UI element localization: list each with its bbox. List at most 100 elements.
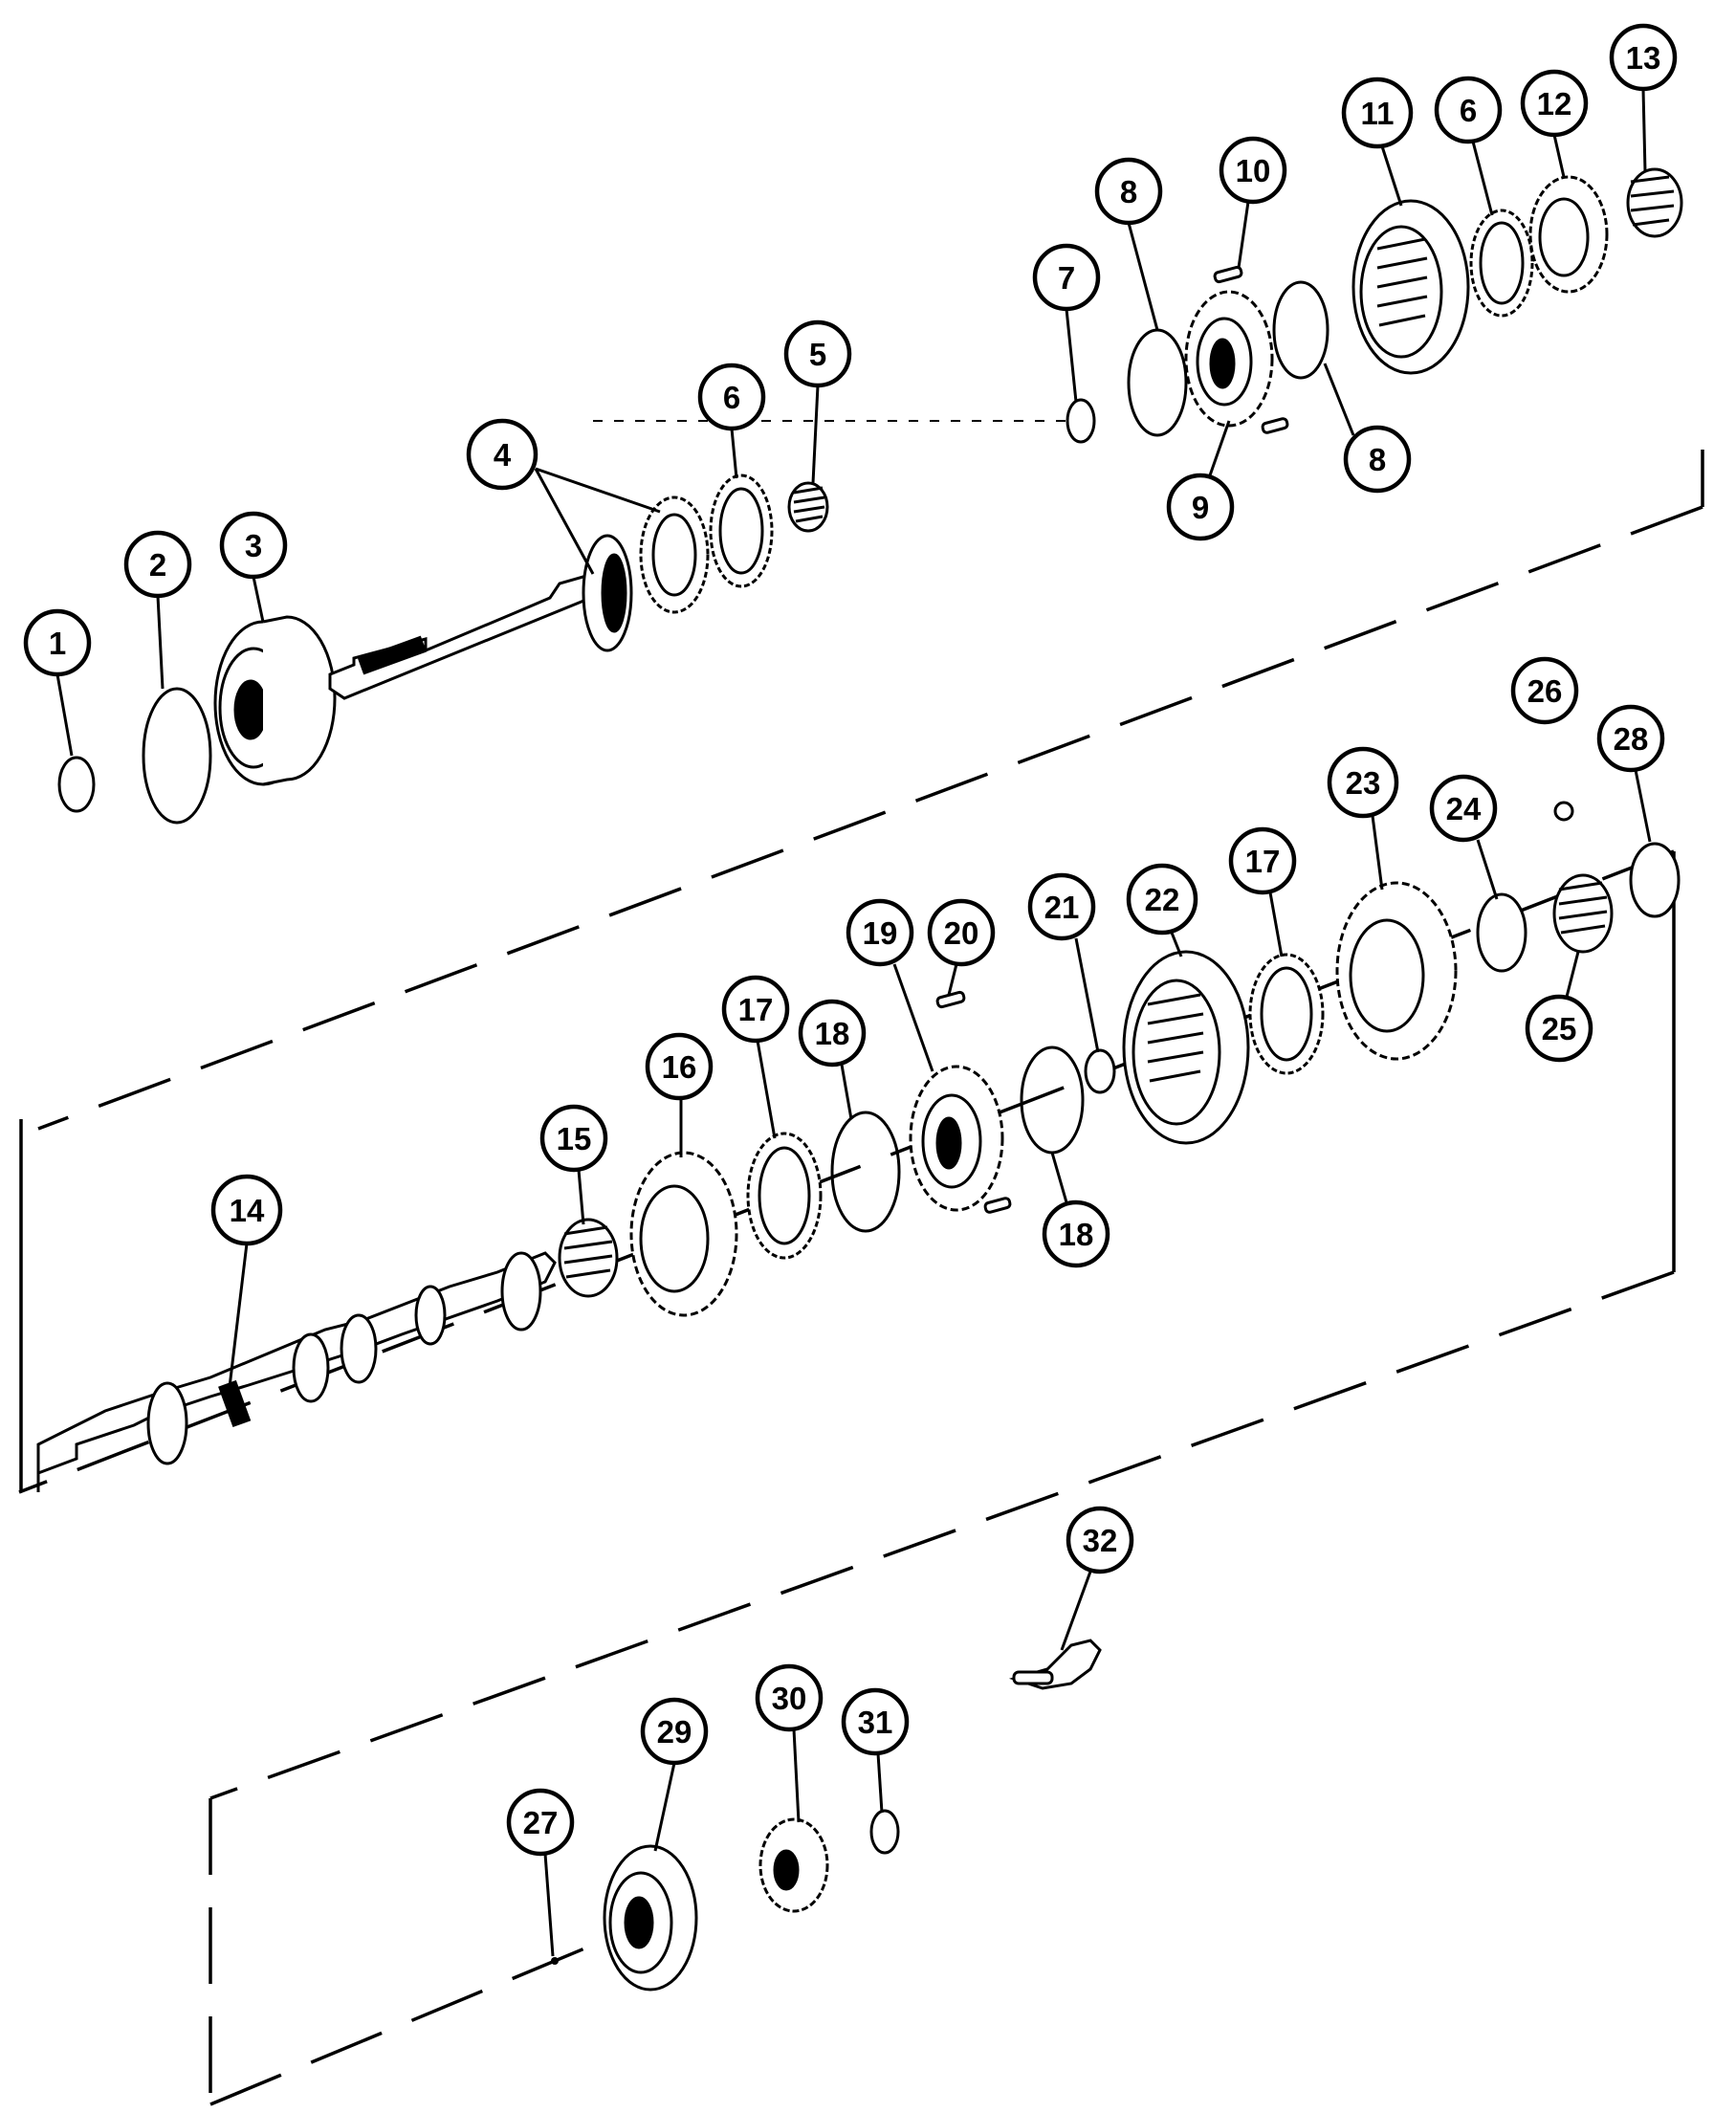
needle-bearing-part <box>787 481 829 533</box>
key-part <box>1213 265 1243 284</box>
leader-line <box>1476 839 1499 900</box>
callout-28: 28 <box>1596 704 1665 843</box>
callout-circle <box>506 1788 575 1857</box>
input-shaft-part <box>328 534 633 700</box>
callout-circle <box>1327 746 1399 819</box>
callout-label: 23 <box>1346 765 1381 801</box>
wire-ring-part <box>830 1111 901 1233</box>
callout-circle <box>23 608 92 677</box>
leader-line <box>1237 201 1250 269</box>
synchro-sleeve-part <box>1122 950 1250 1145</box>
key-part <box>1261 417 1289 434</box>
gear-part <box>629 1151 738 1317</box>
ball-part <box>1553 801 1574 822</box>
leader-line <box>55 673 74 757</box>
callout-circle <box>1434 76 1503 144</box>
callout-21: 21 <box>1027 872 1100 1053</box>
callout-27: 27 <box>506 1788 575 1957</box>
callout-circle <box>1032 243 1101 312</box>
callout-label: 32 <box>1083 1523 1118 1558</box>
callout-circle <box>1042 1200 1110 1268</box>
leader-line <box>811 385 820 484</box>
callout-4: 4 <box>466 418 661 575</box>
callout-label: 24 <box>1446 791 1482 826</box>
leader-line <box>792 1728 801 1823</box>
callout-label: 27 <box>523 1805 559 1840</box>
output-parts <box>551 1639 1102 1992</box>
callout-circle <box>1609 23 1678 92</box>
callout-3: 3 <box>219 511 288 623</box>
needle-bearing-part <box>1626 167 1683 238</box>
callout-label: 3 <box>245 528 262 563</box>
leader-line <box>756 1040 777 1139</box>
callout-label: 7 <box>1058 260 1075 296</box>
callout-8: 8 <box>1323 363 1412 494</box>
needle-bearing-part <box>558 1218 619 1298</box>
callout-26: 26 <box>1510 656 1579 725</box>
callout-label: 9 <box>1192 490 1209 525</box>
callout-circle <box>123 530 192 599</box>
needle-bearing-part <box>1552 873 1614 954</box>
callout-label: 28 <box>1614 721 1649 757</box>
leader-line <box>1065 308 1078 403</box>
callout-31: 31 <box>841 1687 910 1814</box>
key-part <box>983 1197 1012 1214</box>
callout-14: 14 <box>210 1174 283 1388</box>
leader-line <box>1323 363 1355 436</box>
callout-circle <box>1341 77 1414 149</box>
callout-6: 6 <box>1434 76 1503 216</box>
callout-label: 21 <box>1044 890 1080 925</box>
callout-circle <box>798 999 867 1068</box>
callout-circle <box>755 1663 824 1732</box>
leader-line <box>1565 951 1580 998</box>
callout-24: 24 <box>1429 774 1499 900</box>
leader-line <box>156 595 165 690</box>
callout-20: 20 <box>927 898 996 996</box>
callout-15: 15 <box>539 1104 608 1225</box>
callout-17: 17 <box>721 975 790 1139</box>
wire-ring-part <box>1127 328 1188 437</box>
pin-part <box>551 1957 559 1965</box>
callout-label: 1 <box>49 626 66 661</box>
leader-line <box>1074 937 1100 1053</box>
snap-ring-part <box>57 756 96 813</box>
callout-circle <box>697 363 766 431</box>
callout-19: 19 <box>846 898 934 1072</box>
synchro-hub-part <box>909 1065 1004 1212</box>
leader-line <box>1268 891 1284 957</box>
leader-line <box>543 1853 555 1957</box>
leader-line <box>1208 420 1231 476</box>
callout-label: 17 <box>1245 844 1281 879</box>
callout-label: 16 <box>662 1049 697 1085</box>
callout-circle <box>1094 157 1163 226</box>
synchro-hub-part <box>1184 290 1274 428</box>
callout-circle <box>1126 863 1198 935</box>
retaining-ring-part <box>142 687 212 825</box>
callout-22: 22 <box>1126 863 1198 957</box>
leader-line <box>876 1752 884 1814</box>
callout-8: 8 <box>1094 157 1163 331</box>
wire-ring-part <box>1272 280 1329 380</box>
synchro-sleeve-part <box>1351 199 1470 375</box>
callout-circle <box>1520 69 1589 138</box>
bearing-part <box>603 1844 698 1992</box>
callout-label: 8 <box>1369 442 1386 477</box>
callout-label: 15 <box>557 1121 592 1156</box>
callout-label: 8 <box>1120 174 1137 209</box>
leader-line <box>1380 145 1403 207</box>
leader-line <box>1170 932 1183 957</box>
callout-circle <box>927 898 996 967</box>
input-shaft-parts <box>57 167 1683 825</box>
callout-18: 18 <box>798 999 867 1120</box>
callout-10: 10 <box>1219 136 1287 269</box>
callout-17: 17 <box>1228 826 1297 957</box>
callout-circle <box>1228 826 1297 895</box>
callout-label: 13 <box>1626 40 1661 76</box>
gear-part <box>758 1817 829 1913</box>
callout-30: 30 <box>755 1663 824 1823</box>
leader-line <box>653 1762 676 1852</box>
callout-circle <box>1343 425 1412 494</box>
callout-label: 11 <box>1361 96 1395 131</box>
leader-line <box>947 963 958 996</box>
